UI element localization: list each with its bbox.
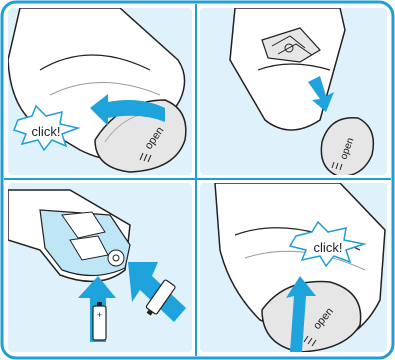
- panel-step-3: +: [8, 183, 192, 352]
- battery-plus-sign: +: [97, 310, 102, 320]
- battery-terminal: [97, 302, 102, 306]
- panel-step-4: open click!: [200, 183, 387, 352]
- click-badge-text: click!: [314, 240, 343, 255]
- panel-step-1: open click!: [8, 8, 192, 175]
- panel-step-2: open: [200, 8, 387, 176]
- click-badge-text: click!: [32, 124, 61, 139]
